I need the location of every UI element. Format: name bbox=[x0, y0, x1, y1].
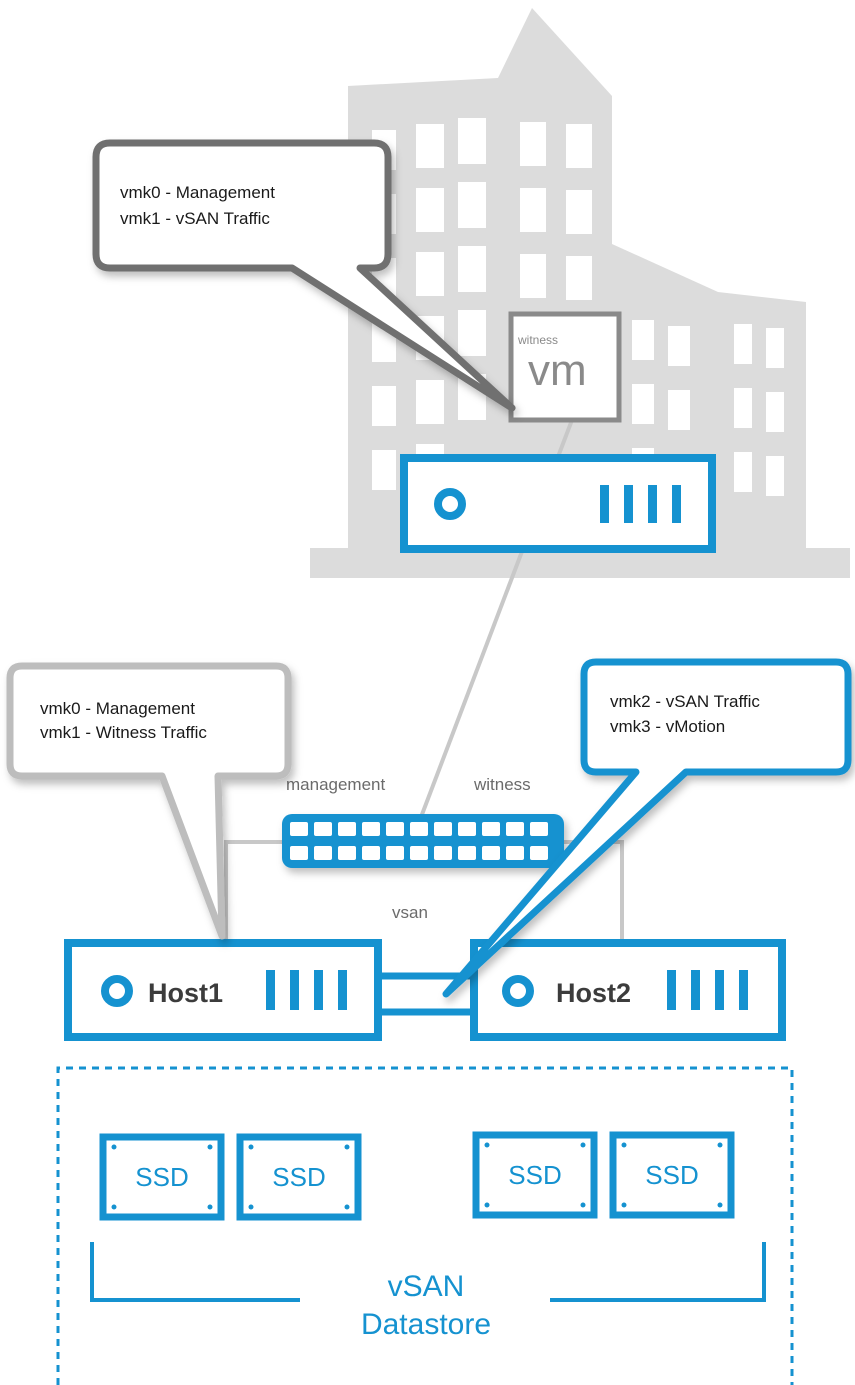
ssd-disk[interactable]: SSD bbox=[236, 1133, 362, 1221]
switch-ports-icon bbox=[290, 822, 548, 860]
datastore-bracket-left bbox=[90, 1242, 300, 1302]
management-network-label: management bbox=[286, 775, 386, 794]
ssd-disk[interactable]: SSD bbox=[472, 1131, 598, 1219]
datastore-title-line1: vSAN bbox=[388, 1270, 465, 1303]
witness-vm-big-label: vm bbox=[528, 346, 587, 395]
host2-callout-line2: vmk3 - vMotion bbox=[610, 717, 725, 736]
witness-vm-small-label: witness bbox=[517, 333, 558, 347]
witness-callout-line2: vmk1 - vSAN Traffic bbox=[120, 209, 270, 228]
host2-callout-bubble bbox=[442, 658, 852, 998]
network-switch[interactable] bbox=[282, 814, 564, 868]
host2-vmk-callout bbox=[442, 658, 852, 998]
host1-callout-bubble bbox=[6, 662, 292, 940]
ssd-disk[interactable]: SSD bbox=[99, 1133, 225, 1221]
host1-server[interactable]: Host1 bbox=[64, 939, 382, 1041]
host1-frame bbox=[64, 939, 382, 1041]
witness-callout-line1: vmk0 - Management bbox=[120, 183, 275, 202]
host2-label: Host2 bbox=[556, 978, 631, 1008]
witness-vm-box[interactable]: witness vm bbox=[508, 311, 622, 423]
host1-callout-line2: vmk1 - Witness Traffic bbox=[40, 723, 207, 742]
witness-vm-frame bbox=[508, 311, 622, 423]
host2-power-icon bbox=[502, 975, 534, 1007]
building-tower-far-right bbox=[718, 292, 806, 578]
host1-callout-line1: vmk0 - Management bbox=[40, 699, 195, 718]
host1-power-icon bbox=[101, 975, 133, 1007]
datastore-title-line2: Datastore bbox=[361, 1308, 491, 1341]
ssd-label: SSD bbox=[645, 1160, 698, 1190]
host2-frame bbox=[470, 939, 786, 1041]
host2-server[interactable]: Host2 bbox=[470, 939, 786, 1041]
host1-management-link bbox=[224, 840, 286, 940]
datastore-bracket-right bbox=[550, 1242, 766, 1302]
ssd-label: SSD bbox=[508, 1160, 561, 1190]
ssd-disk[interactable]: SSD bbox=[609, 1131, 735, 1219]
ssd-label: SSD bbox=[272, 1162, 325, 1192]
witness-server-drive-bays-icon bbox=[600, 485, 681, 523]
host1-drive-bays-icon bbox=[266, 970, 347, 1010]
vsan-datastore-boundary bbox=[56, 1066, 794, 1385]
host1-label: Host1 bbox=[148, 978, 223, 1008]
vsan-network-label: vsan bbox=[392, 903, 428, 922]
witness-network-label: witness bbox=[473, 775, 531, 794]
ssd-label: SSD bbox=[135, 1162, 188, 1192]
witness-callout-bubble bbox=[92, 139, 516, 412]
witness-server-power-icon bbox=[434, 488, 466, 520]
host1-vmk-callout bbox=[6, 662, 292, 940]
host2-callout-line1: vmk2 - vSAN Traffic bbox=[610, 692, 760, 711]
witness-server-frame bbox=[400, 454, 716, 553]
witness-host-server[interactable] bbox=[400, 454, 716, 553]
witness-vmk-callout bbox=[92, 139, 516, 412]
host2-drive-bays-icon bbox=[667, 970, 748, 1010]
